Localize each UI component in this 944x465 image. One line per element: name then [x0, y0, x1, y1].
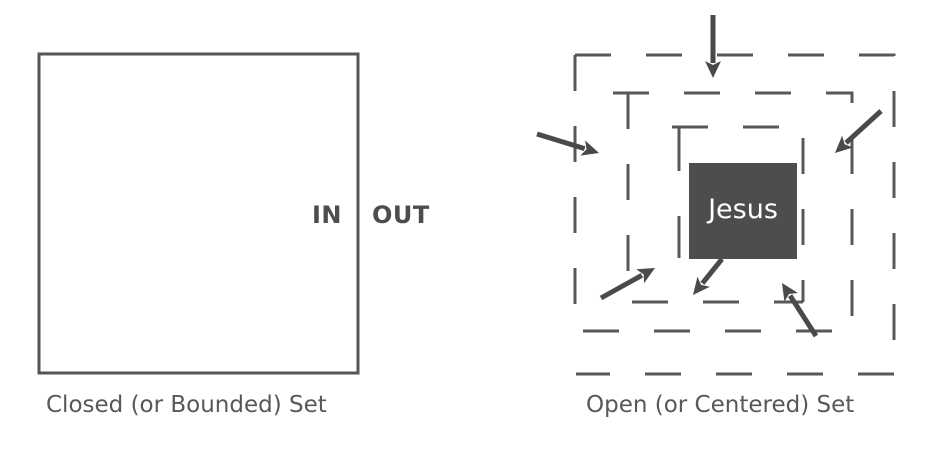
closed-set-caption: Closed (or Bounded) Set — [46, 392, 327, 418]
middle-boundary-top-right — [613, 91, 854, 331]
outside-label: OUT — [372, 201, 430, 229]
arrowhead-icon — [705, 61, 721, 78]
arrow-from-upper-left — [536, 131, 599, 156]
arrow-from-top — [705, 15, 721, 78]
arrowhead-icon — [636, 268, 655, 284]
inner-boundary-top-right — [672, 125, 805, 302]
center-box: Jesus — [689, 163, 797, 259]
inside-label: IN — [312, 201, 343, 229]
arrow-shaft — [700, 257, 724, 285]
outer-boundary-top-right — [575, 53, 896, 374]
arrow-from-center — [693, 257, 724, 295]
arrow-from-lower-right — [782, 283, 819, 338]
arrow-from-upper-right — [835, 109, 883, 153]
open-set-caption: Open (or Centered) Set — [586, 392, 855, 418]
arrowhead-icon — [835, 135, 853, 153]
closed-set-boundary — [37, 52, 360, 375]
arrow-shaft — [787, 294, 819, 338]
arrow-from-lower-left — [599, 268, 655, 301]
center-label: Jesus — [708, 193, 778, 225]
arrowhead-icon — [580, 140, 599, 156]
arrowhead-icon — [693, 276, 710, 295]
arrow-shaft — [844, 109, 883, 145]
open-set-arrows — [536, 15, 883, 338]
arrow-shaft — [536, 131, 586, 151]
arrow-shaft — [599, 273, 644, 301]
open-set-dashed-boundaries — [573, 53, 896, 376]
arrowhead-icon — [782, 283, 798, 302]
